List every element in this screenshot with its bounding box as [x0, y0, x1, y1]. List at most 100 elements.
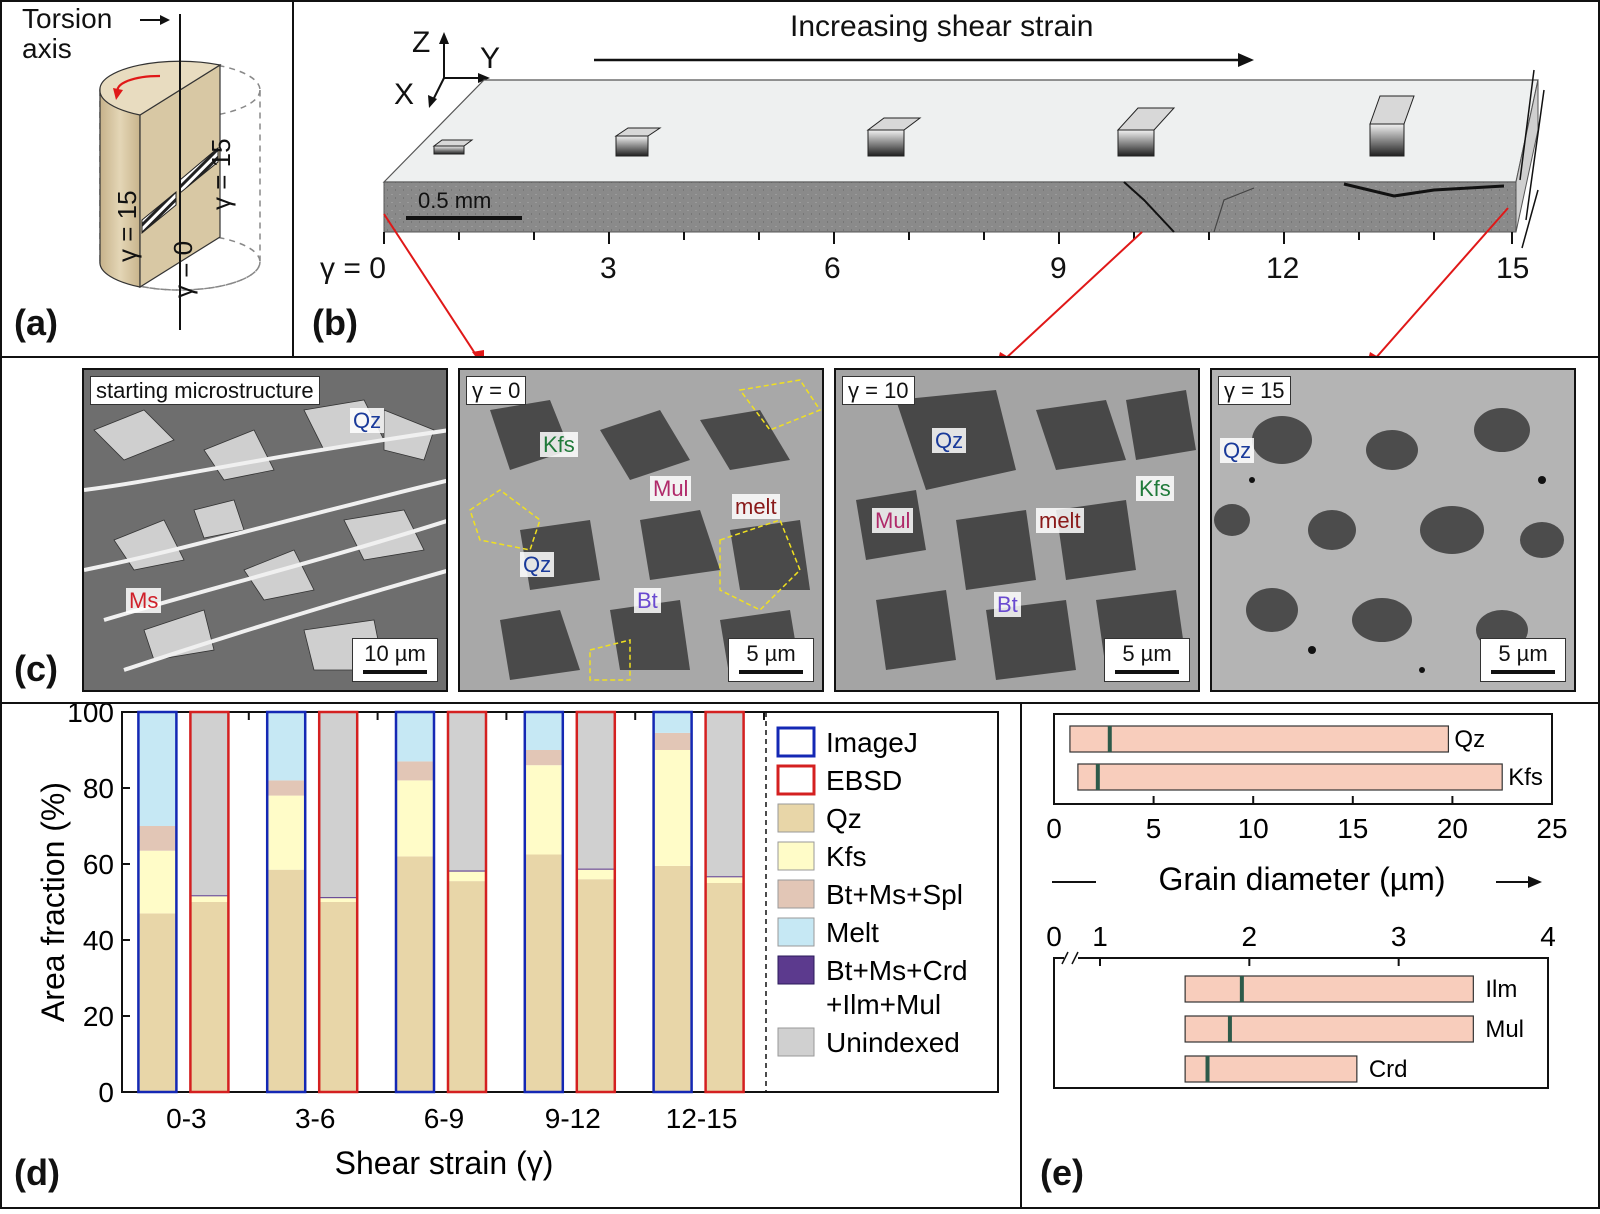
- mineral-label: Kfs: [1508, 764, 1543, 791]
- legend-swatch: [777, 841, 815, 871]
- mineral-label: Ilm: [1485, 976, 1517, 1003]
- micrograph-gamma-15: γ = 15 Qz 5 µm: [1210, 368, 1576, 692]
- strain-tick-6: 6: [824, 252, 841, 285]
- range-bar-kfs: [1077, 763, 1503, 791]
- x-tick-label: 3: [1391, 921, 1407, 952]
- bar-segment-qz: [448, 881, 486, 1092]
- bar-segment-kfs: [705, 877, 744, 883]
- bar-segment-unindexed: [576, 712, 615, 869]
- micrograph-tag: γ = 0: [466, 376, 527, 405]
- bar-segment-qz: [705, 883, 744, 1092]
- mineral-label-bt: Bt: [634, 588, 661, 613]
- bar-segment-qz: [396, 856, 434, 1092]
- micrograph-tag: starting microstructure: [90, 376, 320, 405]
- bar-outline: [652, 710, 693, 1094]
- x-tick-label: 9-12: [545, 1103, 601, 1134]
- legend-swatch: [777, 803, 815, 833]
- legend-swatch: [777, 955, 815, 985]
- strain-tick-15: 15: [1496, 252, 1530, 285]
- x-tick-label: 4: [1540, 921, 1556, 952]
- range-bar-crd: [1184, 1055, 1358, 1083]
- axis-x-label: X: [394, 78, 415, 111]
- bar-outline: [446, 710, 488, 1094]
- bar-segment-qz: [138, 913, 177, 1092]
- bar-segment-btmsspl: [653, 732, 692, 750]
- mineral-label-qz: Qz: [1220, 438, 1255, 463]
- legend-label: Bt+Ms+Crd: [826, 955, 968, 986]
- bar-outline: [575, 710, 617, 1094]
- bar-segment-melt: [653, 712, 692, 733]
- bar-outline: [265, 710, 307, 1094]
- scale-bar-label: 0.5 mm: [418, 188, 492, 213]
- gamma-label-left: γ = 15: [112, 190, 142, 262]
- strain-markers: [432, 95, 1415, 157]
- bar-segment-qz: [576, 879, 615, 1092]
- bar-segment-btmscrdilmmul: [190, 895, 229, 897]
- mineral-label-qz: Qz: [350, 408, 385, 433]
- y-tick-label: 20: [83, 1001, 114, 1032]
- axis-arrow-head: [1528, 876, 1542, 888]
- mineral-label-kfs: Kfs: [1136, 476, 1174, 501]
- range-bar-ilm: [1184, 975, 1474, 1003]
- bar-segment-kfs: [319, 898, 358, 902]
- mineral-label-bt: Bt: [994, 592, 1021, 617]
- legend-label: Kfs: [826, 841, 866, 872]
- mineral-label-melt: melt: [1036, 508, 1084, 533]
- micrograph-tag: γ = 10: [842, 376, 915, 405]
- panel-label-e: (e): [1040, 1152, 1084, 1193]
- y-tick-label: 60: [83, 849, 114, 880]
- mineral-label: Qz: [1454, 726, 1485, 753]
- legend-swatch: [777, 879, 815, 909]
- bar-segment-unindexed: [319, 712, 358, 898]
- axis-break-mark: [1061, 951, 1079, 965]
- legend-label: +Ilm+Mul: [826, 989, 941, 1020]
- x-tick-label: 6-9: [424, 1103, 464, 1134]
- divider-a-b: [292, 0, 294, 357]
- bar-segment-unindexed: [705, 712, 744, 877]
- divider-mid: [0, 702, 1600, 704]
- bar-segment-kfs: [190, 896, 229, 902]
- x-tick-label: 3-6: [295, 1103, 335, 1134]
- divider-d-e: [1020, 703, 1022, 1209]
- torsion-axis-label: Torsion axis: [22, 3, 113, 64]
- legend-label: EBSD: [826, 765, 902, 796]
- bar-segment-btmscrdilmmul: [448, 870, 486, 872]
- panel-a: Torsion axis γ: [0, 0, 292, 356]
- x-tick-label: 0-3: [166, 1103, 206, 1134]
- mineral-label-mul: Mul: [650, 476, 692, 501]
- panel-label-a: (a): [14, 302, 58, 343]
- y-axis-label: Area fraction (%): [35, 782, 71, 1022]
- panel-c: (c) starting microstructure Qz Ms 10 µm: [0, 358, 1600, 702]
- mineral-label-qz: Qz: [520, 552, 555, 577]
- scale-bar: 5 µm: [1104, 638, 1190, 682]
- bar-segment-btmsspl: [267, 780, 306, 796]
- y-tick-label: 80: [83, 773, 114, 804]
- micrograph-texture: [460, 370, 822, 690]
- bar-segment-qz: [267, 869, 306, 1092]
- micrograph-gamma-10: γ = 10 Qz Kfs Mul melt Bt 5 µm: [834, 368, 1200, 692]
- strain-tick-12: 12: [1266, 252, 1300, 285]
- bar-segment-qz: [653, 865, 692, 1092]
- panel-b: Increasing shear strain: [294, 0, 1600, 356]
- axis-y-label: Y: [480, 42, 501, 75]
- bar-segment-melt: [396, 712, 434, 762]
- legend-swatch: [776, 764, 816, 796]
- bar-outline: [394, 710, 436, 1094]
- legend-label: Qz: [826, 803, 862, 834]
- y-tick-label: 0: [98, 1077, 114, 1108]
- mineral-label-ms: Ms: [126, 588, 162, 613]
- range-frame-top: [1053, 713, 1553, 805]
- x-tick-label: 10: [1238, 813, 1269, 844]
- y-tick-label: 40: [83, 925, 114, 956]
- x-tick-label: 15: [1337, 813, 1368, 844]
- x-axis-label: Grain diameter (µm): [1159, 861, 1446, 897]
- bar-segment-qz: [190, 902, 229, 1092]
- bar-segment-melt: [267, 712, 306, 781]
- divider-top: [0, 356, 1600, 358]
- bar-segment-kfs: [653, 750, 692, 866]
- bar-segment-kfs: [138, 850, 177, 914]
- axis-z-label: Z: [412, 26, 431, 59]
- x-tick-label: 0: [1046, 813, 1062, 844]
- scale-bar: 10 µm: [352, 638, 438, 682]
